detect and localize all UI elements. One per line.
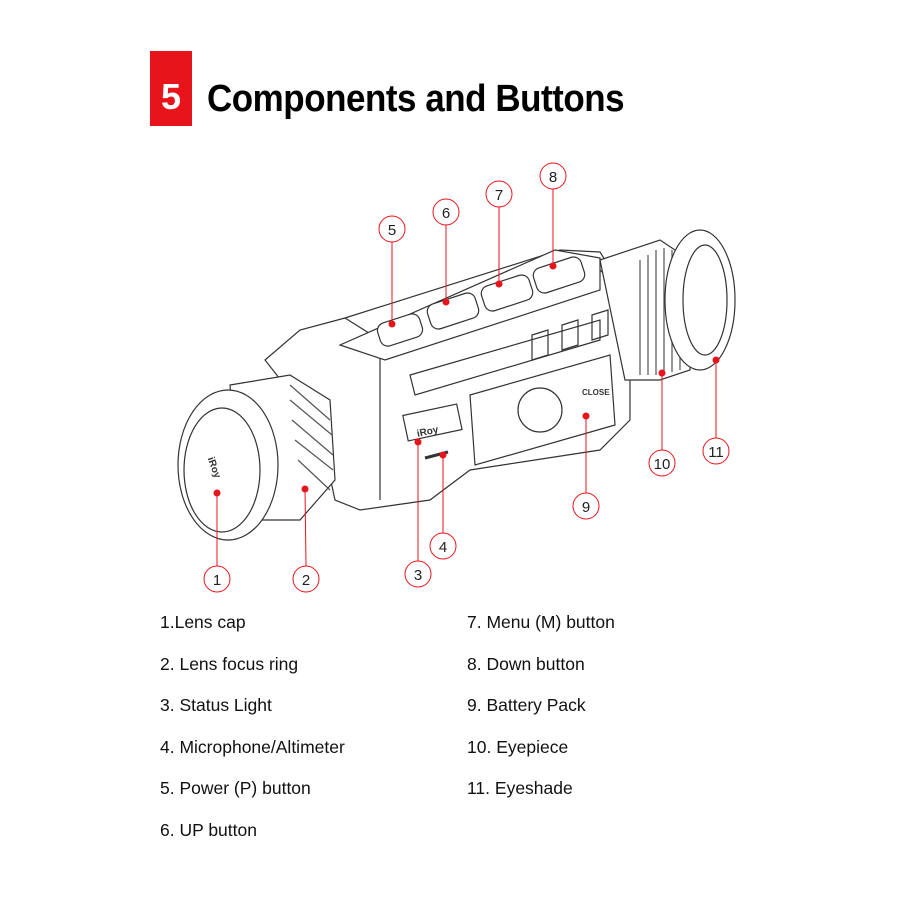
legend-item: 10. Eyepiece [467, 736, 569, 757]
menu-button [480, 274, 534, 312]
battery-pack [469, 354, 616, 466]
callout-label: 8 [549, 169, 557, 186]
callout-label: 1 [213, 572, 221, 589]
callout-label: 10 [654, 456, 671, 473]
callout-3 [404, 438, 432, 588]
legend-item: 7. Menu (M) button [467, 612, 615, 632]
device-body [264, 249, 631, 511]
legend-left: 1.Lens cap 2. Lens focus ring 3. Status … [160, 612, 345, 861]
callout-label: 4 [439, 539, 447, 556]
callout-label: 2 [302, 572, 310, 589]
callout-5 [378, 215, 406, 328]
body-logo: iRoy [416, 424, 440, 439]
legend-item: 2. Lens focus ring [160, 653, 299, 674]
legend-item: 11. Eyeshade [467, 778, 573, 798]
legend-item: 4. Microphone/Altimeter [160, 736, 345, 757]
callout-label: 11 [708, 444, 724, 461]
callout-4 [429, 451, 457, 560]
callout-label: 5 [388, 222, 396, 239]
legend-item: 3. Status Light [160, 695, 272, 715]
callout-8 [539, 162, 567, 270]
callouts [203, 162, 730, 593]
callout-1 [203, 489, 231, 593]
callout-label: 3 [414, 567, 422, 584]
down-button [532, 256, 586, 294]
callout-6 [432, 198, 460, 306]
callout-9 [572, 412, 600, 520]
lens-cap [177, 389, 279, 541]
section-number-badge: 5 [150, 51, 192, 126]
power-button [376, 313, 424, 347]
callout-label: 6 [442, 205, 450, 222]
legend-item: 8. Down button [467, 653, 585, 674]
page-title: Components and Buttons [207, 78, 625, 120]
legend-item: 6. UP button [160, 819, 257, 840]
legend-item: 9. Battery Pack [467, 695, 586, 715]
callout-label: 9 [582, 499, 590, 516]
callout-labels: 1 2 3 4 5 6 7 8 9 10 11 [213, 169, 724, 589]
eyeshade [664, 229, 736, 371]
legend-item: 5. Power (P) button [160, 778, 311, 798]
up-button [426, 292, 480, 330]
battery-cap [517, 387, 563, 433]
close-label: CLOSE [582, 388, 610, 397]
legend-item: 1.Lens cap [160, 612, 246, 632]
buttons [376, 256, 586, 347]
legend-right: 7. Menu (M) button 8. Down button 9. Bat… [467, 612, 615, 820]
callout-11 [702, 356, 730, 465]
callout-label: 7 [495, 187, 503, 204]
callout-2 [292, 485, 320, 593]
section-number: 5 [160, 76, 182, 117]
callout-7 [485, 180, 513, 288]
callout-10 [648, 369, 676, 477]
